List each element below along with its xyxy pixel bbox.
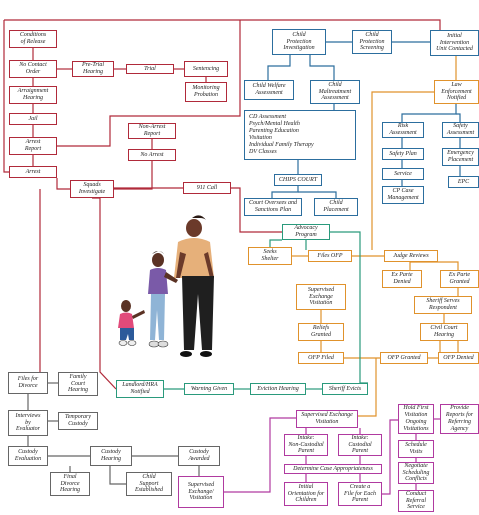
node-create-file: Create a File for Each Parent: [338, 482, 382, 506]
connector-line: [4, 19, 441, 30]
node-child-protection-screening: Child Protection Screening: [352, 30, 392, 54]
node-warning-given: Warning Given: [184, 383, 234, 395]
connector-line: [57, 20, 241, 147]
node-sev-header: Supervised Exchange Visitation: [296, 410, 358, 428]
node-court-oversees: Court Oversees and Sanctions Plan: [244, 198, 302, 216]
node-911-call: 911 Call: [183, 182, 231, 194]
connector-line: [56, 178, 70, 190]
node-child-maltreatment-assessment: Child Maltreatment Assessment: [310, 80, 360, 104]
node-service: Service: [382, 168, 424, 180]
connector-line: [271, 186, 299, 198]
node-temporary-custody: Temporary Custody: [58, 412, 98, 430]
connector-line: [358, 358, 377, 417]
node-ex-parte-denied: Ex Parte Denied: [382, 270, 422, 288]
node-trial: Trial: [126, 64, 174, 74]
node-files-ofp: Files OFP: [308, 250, 352, 262]
connector-line: [224, 417, 296, 493]
connector-line: [269, 239, 282, 247]
node-custody-evaluation: Custody Evaluation: [8, 446, 48, 466]
node-provide-reports: Provide Reports for Referring Agency: [440, 404, 479, 434]
node-law-enforcement-notified: Law Enforcement Notified: [434, 80, 479, 104]
family-illustration: [118, 215, 214, 357]
node-arrest: Arrest: [9, 166, 57, 178]
node-final-divorce-hearing: Final Divorce Hearing: [50, 472, 90, 496]
connector-line: [371, 91, 434, 250]
node-ex-parte-granted: Ex Parte Granted: [440, 270, 479, 288]
node-sheriff-serves: Sheriff Serves Respondent: [414, 296, 472, 314]
node-judge-reviews: Judge Reviews: [384, 250, 438, 262]
connector-line: [3, 20, 9, 173]
node-supervised-exchange-visitation-2: Supervised Exchange/ Visitation: [178, 476, 224, 508]
node-family-court-hearing: Family Court Hearing: [58, 372, 98, 396]
node-hold-first-visit: Hold First Visitation Ongoing Visitation…: [398, 404, 434, 434]
node-interviews-by-evaluator: Interviews by Evaluator: [8, 410, 48, 436]
node-chips-court: CHIPS COURT: [274, 174, 322, 186]
node-files-for-divorce: Files for Divorce: [8, 372, 48, 394]
node-child-protection-investigation: Child Protection Investigation: [272, 29, 326, 55]
node-landlord-notified: Landlord/HRA Notified: [116, 380, 164, 398]
node-ofp-denied: OFP Denied: [438, 352, 479, 364]
node-supervised-exchange-visitation: Supervised Exchange Visitation: [296, 284, 346, 310]
connector-line: [410, 261, 459, 270]
node-negotiate-conflicts: Negotiate Scheduling Conflicts: [398, 462, 434, 484]
connector-line: [109, 466, 126, 485]
node-sentencing: Sentencing: [184, 61, 228, 77]
node-intake-custodial: Intake: Custodial Parent: [338, 434, 382, 456]
node-ofp-granted: OFP Granted: [380, 352, 428, 364]
connector-line: [456, 113, 461, 122]
node-conduct-referral: Conduct Referral Service: [398, 490, 434, 512]
node-no-contact-order: No Contact Order: [9, 60, 57, 78]
node-conditions-of-release: Conditions of Release: [9, 30, 57, 48]
node-safety-assessment: Safety Assessment: [442, 122, 479, 138]
connector-line: [382, 419, 398, 495]
node-child-placement: Child Placement: [314, 198, 358, 216]
connector-line: [231, 187, 282, 233]
node-ofp-filed: OFP Filed: [298, 352, 344, 364]
node-custody-hearing: Custody Hearing: [90, 446, 132, 466]
node-seeks-shelter: Seeks Shelter: [248, 247, 292, 265]
node-schedule-visits: Schedule Visits: [398, 440, 434, 458]
node-emergency-placement: Emergency Placement: [442, 148, 479, 166]
node-determine-case: Determine Case Appropriateness: [284, 464, 382, 474]
connector-line: [92, 197, 117, 390]
node-arraignment-hearing: Arraignment Hearing: [9, 86, 57, 104]
node-initial-orientation: Initial Orientation for Children: [284, 482, 328, 506]
connector-line: [267, 55, 291, 80]
connector-line: [114, 161, 153, 190]
node-advocacy-program: Advocacy Program: [282, 224, 330, 240]
connector-line: [298, 191, 337, 198]
node-jail: Jail: [9, 113, 57, 125]
node-squads-investigate: Squads Investigate: [70, 180, 114, 198]
node-epc: EPC: [448, 176, 479, 188]
node-initial-intervention: Initial Intervention Unit Contacted: [430, 30, 479, 56]
node-assessments-list: CD Assessment Psych/Mental Health Parent…: [244, 110, 356, 160]
node-child-support: Child Support Established: [126, 472, 172, 496]
node-child-welfare-assessment: Child Welfare Assessment: [244, 80, 294, 100]
node-non-arrest-report: Non-Arrest Report: [128, 123, 176, 139]
node-pretrial-hearing: Pre-Trial Hearing: [72, 61, 114, 77]
node-intake-noncustodial: Intake: Non-Custodial Parent: [284, 434, 328, 456]
node-cp-case-management: CP Case Management: [382, 186, 424, 204]
node-custody-awarded: Custody Awarded: [178, 446, 220, 466]
connector-line: [401, 104, 457, 122]
node-risk-assessment: Risk Assessment: [382, 122, 424, 138]
node-reliefs-granted: Reliefs Granted: [298, 323, 344, 341]
node-safety-plan: Safety Plan: [382, 148, 424, 160]
node-civil-court-hearing: Civil Court Hearing: [420, 323, 468, 341]
node-monitoring-probation: Monitoring Probation: [185, 82, 227, 102]
node-eviction-hearing: Eviction Hearing: [250, 383, 306, 395]
node-arrest-report: Arrest Report: [9, 137, 57, 155]
connector-line: [309, 55, 335, 80]
node-sheriff-evicts: Sheriff Evicts: [322, 383, 368, 395]
node-no-arrest: No Arrest: [128, 149, 176, 161]
